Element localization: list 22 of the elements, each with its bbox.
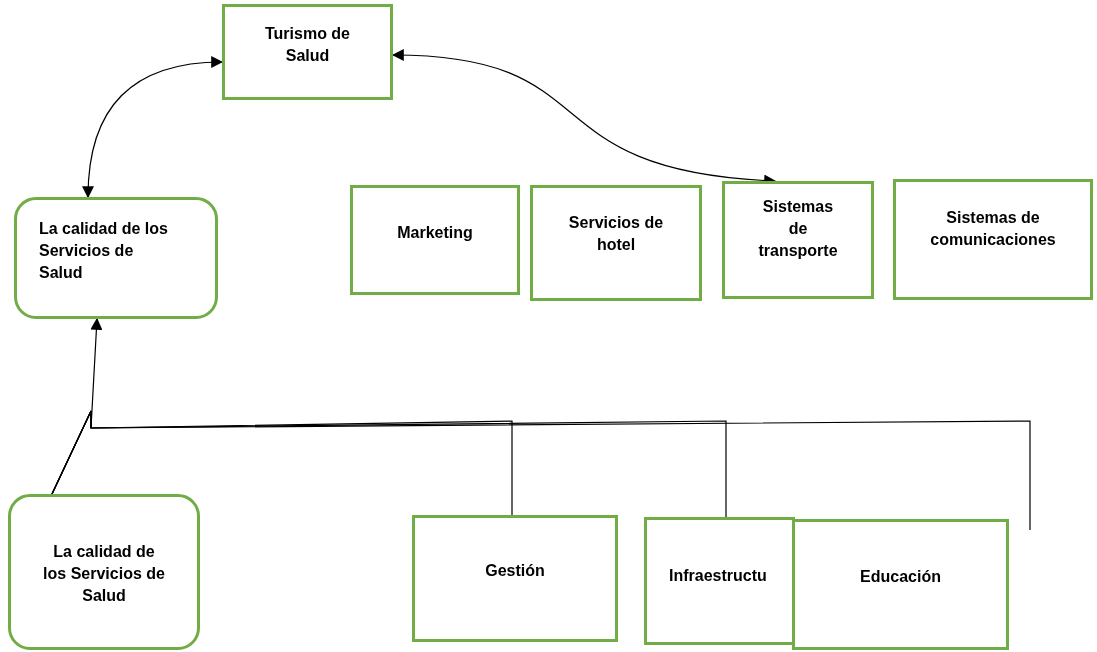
process-box	[412, 515, 618, 642]
process-box	[644, 517, 795, 645]
node-label: Marketing	[397, 223, 473, 243]
process-box	[722, 181, 874, 299]
process-box	[530, 185, 702, 301]
node-label: Sistemas de comunicaciones	[929, 208, 1057, 250]
node-label: Infraestructu	[668, 566, 767, 586]
node-label: Educación	[860, 567, 941, 587]
process-box	[350, 185, 520, 295]
node-label: La calidad de los Servicios de Salud	[42, 542, 166, 606]
rounded-box	[14, 197, 218, 319]
process-box	[792, 519, 1009, 650]
rounded-box	[8, 494, 200, 650]
node-label: Turismo de Salud	[263, 24, 351, 66]
node-label: Servicios de hotel	[567, 213, 665, 255]
node-label: Gestión	[485, 561, 545, 581]
node-label: La calidad de los Servicios de Salud	[38, 219, 169, 283]
arrow	[82, 56, 224, 199]
process-box	[893, 179, 1093, 300]
connector-line	[51, 410, 1031, 531]
node-label: Sistemas de transporte	[757, 197, 839, 261]
process-box	[222, 4, 393, 100]
